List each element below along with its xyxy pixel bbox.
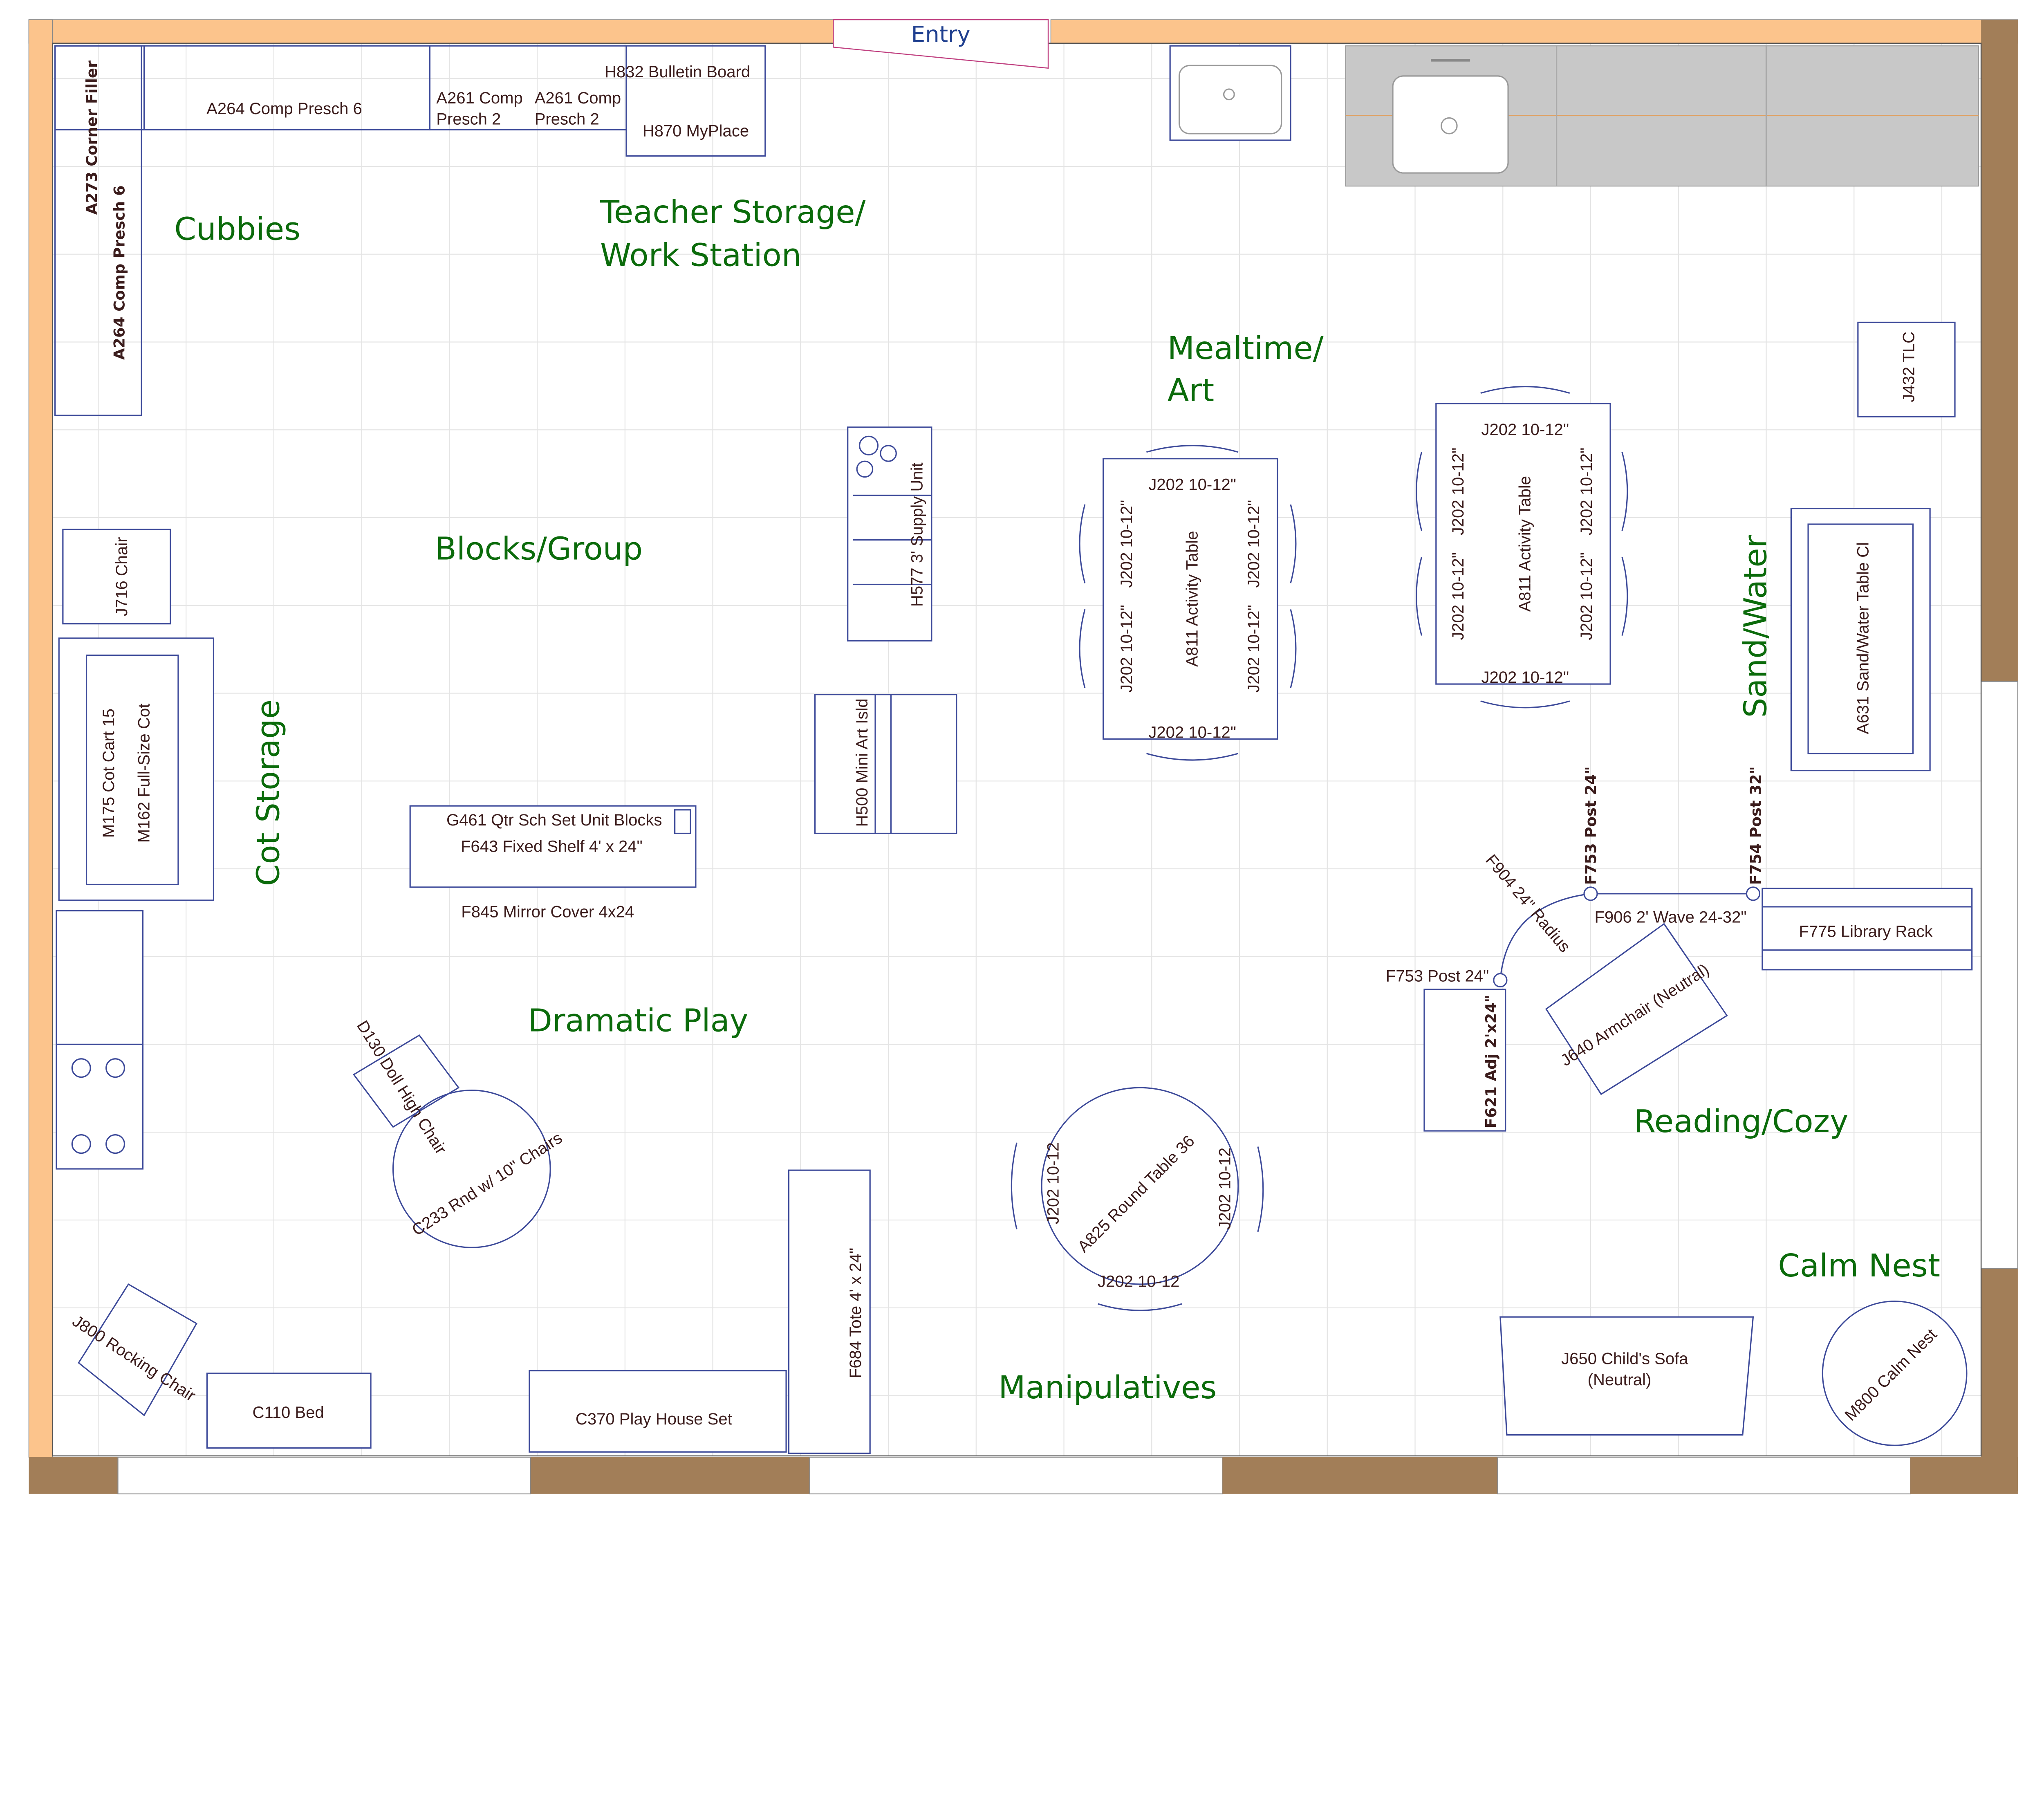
zone-calm-nest: Calm Nest bbox=[1778, 1248, 1940, 1284]
zone-reading-cozy: Reading/Cozy bbox=[1634, 1103, 1849, 1140]
wall-left bbox=[28, 19, 53, 1458]
wall-bottom-2 bbox=[531, 1457, 810, 1494]
zone-dramatic-play: Dramatic Play bbox=[528, 1003, 749, 1039]
label-j202-round: J202 10-12 bbox=[1044, 1142, 1062, 1224]
label-f775: F775 Library Rack bbox=[1799, 923, 1933, 941]
label-a273: A273 Corner Filler bbox=[83, 60, 101, 215]
wall-right-upper bbox=[1981, 20, 2018, 682]
cabinet-outlines bbox=[54, 45, 1973, 1454]
label-j202: J202 10-12" bbox=[1578, 552, 1596, 640]
label-f643: F643 Fixed Shelf 4' x 24" bbox=[461, 837, 643, 855]
label-j202: J202 10-12" bbox=[1481, 421, 1569, 439]
label-f906: F906 2' Wave 24-32" bbox=[1594, 908, 1746, 926]
entry-label: Entry bbox=[911, 21, 970, 47]
label-j202: J202 10-12" bbox=[1481, 668, 1569, 686]
wall-bottom-3 bbox=[1222, 1457, 1498, 1494]
label-g461: G461 Qtr Sch Set Unit Blocks bbox=[446, 811, 662, 829]
label-a264-top: A264 Comp Presch 6 bbox=[206, 100, 362, 118]
label-a261-a-2: Presch 2 bbox=[436, 110, 501, 128]
window-right bbox=[1981, 681, 2019, 1269]
label-j650-2: (Neutral) bbox=[1588, 1371, 1652, 1389]
window-bottom-3 bbox=[1497, 1456, 1911, 1494]
zone-mealtime: Mealtime/ bbox=[1168, 330, 1324, 367]
label-a811-2: A811 Activity Table bbox=[1516, 476, 1534, 612]
label-j202: J202 10-12" bbox=[1148, 476, 1236, 494]
chairs bbox=[1011, 386, 1628, 1311]
label-j202: J202 10-12" bbox=[1118, 605, 1136, 693]
label-h500: H500 Mini Art Isld bbox=[853, 698, 871, 827]
label-a261-b-1: A261 Comp bbox=[535, 89, 621, 107]
wall-top-left bbox=[28, 19, 834, 44]
label-j202-round: J202 10-12 bbox=[1216, 1148, 1234, 1229]
zone-sand-water: Sand/Water bbox=[1737, 535, 1774, 718]
wall-bottom-1 bbox=[29, 1457, 118, 1494]
label-a811-1: A811 Activity Table bbox=[1183, 531, 1201, 667]
zone-labels: Cubbies Teacher Storage/ Work Station Me… bbox=[174, 194, 1940, 1406]
sink-small bbox=[1169, 45, 1291, 141]
label-h832: H832 Bulletin Board bbox=[605, 63, 750, 81]
walls bbox=[28, 19, 2019, 1494]
label-j202: J202 10-12" bbox=[1245, 500, 1263, 588]
label-f684: F684 Tote 4' x 24" bbox=[847, 1248, 865, 1378]
label-j202: J202 10-12" bbox=[1118, 500, 1136, 588]
label-j202: J202 10-12" bbox=[1449, 552, 1467, 640]
zone-cubbies: Cubbies bbox=[174, 211, 300, 248]
wall-right-lower bbox=[1981, 1268, 2018, 1491]
label-f753-left: F753 Post 24" bbox=[1386, 967, 1489, 985]
label-j202: J202 10-12" bbox=[1148, 723, 1236, 741]
label-f753-top: F753 Post 24" bbox=[1582, 766, 1600, 885]
floor bbox=[52, 43, 1981, 1456]
zone-cot-storage: Cot Storage bbox=[251, 700, 287, 886]
zone-blocks-group: Blocks/Group bbox=[435, 531, 643, 567]
label-a631: A631 Sand/Water Table Cl bbox=[1854, 542, 1872, 734]
label-f845: F845 Mirror Cover 4x24 bbox=[461, 903, 634, 921]
label-m175: M175 Cot Cart 15 bbox=[100, 709, 118, 838]
label-a264-vertical: A264 Comp Presch 6 bbox=[110, 185, 128, 360]
label-j716: J716 Chair bbox=[113, 537, 131, 616]
zone-work-station: Work Station bbox=[600, 238, 802, 274]
label-j202-round: J202 10-12 bbox=[1098, 1272, 1179, 1290]
label-j650-1: J650 Child's Sofa bbox=[1561, 1350, 1688, 1368]
label-j432: J432 TLC bbox=[1900, 332, 1918, 402]
label-f754: F754 Post 32" bbox=[1747, 766, 1765, 885]
label-c110: C110 Bed bbox=[253, 1404, 324, 1422]
label-h577: H577 3' Supply Unit bbox=[908, 462, 926, 607]
label-h870: H870 MyPlace bbox=[643, 122, 749, 140]
zone-teacher-storage: Teacher Storage/ bbox=[600, 194, 866, 231]
label-a261-b-2: Presch 2 bbox=[535, 110, 599, 128]
wall-top-right bbox=[1050, 19, 2018, 44]
label-j202: J202 10-12" bbox=[1449, 448, 1467, 536]
label-j202: J202 10-12" bbox=[1245, 605, 1263, 693]
window-bottom-1 bbox=[117, 1456, 531, 1494]
label-f621: F621 Adj 2'x24" bbox=[1482, 995, 1500, 1128]
zone-manipulatives: Manipulatives bbox=[998, 1370, 1217, 1406]
floor-plan: Entry bbox=[28, 19, 2019, 1494]
label-a261-a-1: A261 Comp bbox=[436, 89, 522, 107]
wall-bottom-4 bbox=[1910, 1457, 2018, 1494]
label-m162: M162 Full-Size Cot bbox=[135, 704, 153, 843]
entry-door[interactable]: Entry bbox=[833, 19, 1049, 69]
window-bottom-2 bbox=[809, 1456, 1223, 1494]
zone-art: Art bbox=[1168, 372, 1214, 409]
label-j202: J202 10-12" bbox=[1578, 448, 1596, 536]
label-c370: C370 Play House Set bbox=[576, 1410, 732, 1428]
sink-counter bbox=[1345, 45, 1979, 187]
